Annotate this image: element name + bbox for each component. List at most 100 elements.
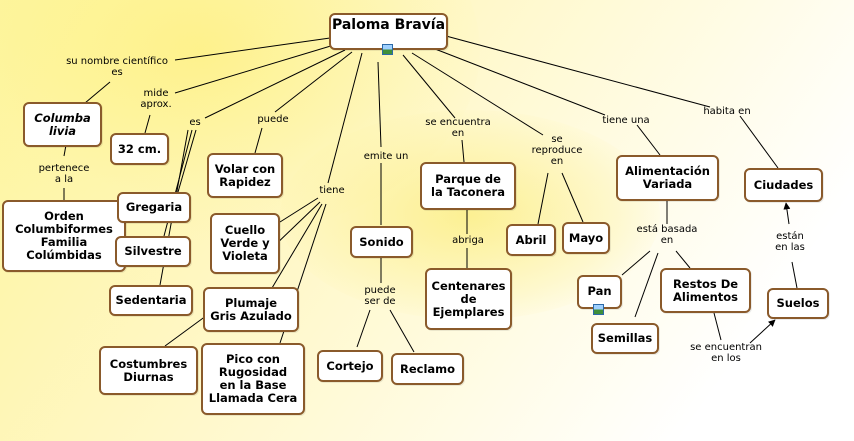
concept-centenares-ejemplares[interactable]: Centenares de Ejemplares [425, 268, 512, 330]
link-puede: puede [257, 114, 288, 125]
link-puede-ser-de: puede ser de [364, 285, 395, 307]
link-text: es [189, 117, 201, 128]
link-mide-aprox: mide aprox. [140, 88, 171, 110]
concept-label: Variada [642, 177, 693, 191]
concept-label: Paloma Bravía [331, 17, 446, 33]
concept-semillas[interactable]: Semillas [591, 323, 659, 354]
concept-label: Orden [44, 209, 84, 223]
concept-label: livia [48, 123, 77, 138]
concept-label: Plumaje [224, 295, 278, 310]
link-text: están [776, 231, 804, 242]
link-text: se [551, 134, 563, 145]
concept-pico-con-rugosidad[interactable]: Pico con Rugosidad en la Base Llamada Ce… [201, 343, 305, 415]
concept-label: Pan [587, 284, 612, 298]
concept-cuello-verde-violeta[interactable]: Cuello Verde y Violeta [210, 213, 280, 274]
concept-label: Rugosidad [218, 365, 288, 379]
concept-plumaje-gris-azulado[interactable]: Plumaje Gris Azulado [203, 287, 299, 332]
link-text: en [451, 128, 465, 139]
concept-label: 32 cm. [117, 141, 162, 156]
link-text: pertenece [38, 163, 90, 174]
link-text: emite un [363, 151, 409, 162]
concept-label: Colúmbidas [26, 248, 102, 262]
concept-label: Gris Azulado [210, 308, 292, 323]
concept-columba-livia[interactable]: Columba livia [23, 102, 102, 147]
concept-label: Sonido [359, 234, 404, 249]
concept-32-cm[interactable]: 32 cm. [110, 133, 169, 165]
link-se-reproduce-en: se reproduce en [532, 134, 583, 167]
link-text: se encuentra [425, 117, 491, 128]
concept-label: Alimentación [625, 164, 710, 178]
concept-abril[interactable]: Abril [506, 224, 556, 256]
link-text: mide [143, 88, 169, 99]
link-text: puede [257, 114, 289, 125]
concept-cortejo[interactable]: Cortejo [317, 350, 383, 382]
concept-label: Parque de [435, 172, 501, 186]
link-text: se encuentran [690, 342, 762, 353]
concept-alimentacion-variada[interactable]: Alimentación Variada [616, 155, 719, 201]
image-icon[interactable] [382, 44, 393, 55]
link-estan-en-las: están en las [775, 231, 805, 253]
concept-costumbres-diurnas[interactable]: Costumbres Diurnas [99, 346, 198, 395]
concept-label: Centenares [431, 278, 506, 293]
link-text: está basada [636, 224, 698, 235]
link-text: en las [775, 242, 805, 253]
concept-label: Llamada Cera [208, 391, 298, 405]
concept-parque-taconera[interactable]: Parque de la Taconera [420, 162, 516, 210]
concept-mayo[interactable]: Mayo [562, 222, 610, 254]
concept-gregaria[interactable]: Gregaria [117, 192, 191, 223]
link-esta-basada-en: está basada en [637, 224, 698, 246]
concept-suelos[interactable]: Suelos [767, 288, 829, 319]
link-tiene: tiene [319, 185, 344, 196]
concept-ciudades[interactable]: Ciudades [744, 168, 823, 202]
concept-label: Restos De [672, 276, 739, 291]
concept-label: Alimentos [673, 289, 738, 304]
link-text: a la [54, 174, 74, 185]
concept-volar-con-rapidez[interactable]: Volar con Rapidez [207, 153, 283, 198]
link-text: habita en [703, 106, 751, 117]
concept-label: Ciudades [753, 177, 814, 192]
concept-label: Ejemplares [432, 304, 505, 319]
link-su-nombre-cientifico: su nombre científico es [66, 56, 168, 78]
link-text: su nombre científico [66, 56, 168, 67]
concept-silvestre[interactable]: Silvestre [115, 236, 191, 267]
link-emite-un: emite un [364, 151, 409, 162]
link-tiene-una: tiene una [602, 115, 649, 126]
link-text: ser de [364, 296, 396, 307]
concept-label: Cuello [224, 223, 266, 237]
concept-label: Rapidez [219, 174, 271, 189]
concept-sonido[interactable]: Sonido [350, 226, 413, 258]
concept-label: Reclamo [399, 361, 456, 376]
link-text: puede [364, 285, 396, 296]
link-text: es [111, 67, 123, 78]
concept-reclamo[interactable]: Reclamo [391, 353, 464, 385]
concept-label: Mayo [568, 230, 604, 245]
concept-orden-columbiformes[interactable]: Orden Columbiformes Familia Colúmbidas [2, 200, 126, 272]
concept-label: Volar con [214, 161, 276, 176]
link-se-encuentran-en-los: se encuentran en los [690, 342, 762, 364]
concept-label: Diurnas [123, 369, 174, 384]
image-icon[interactable] [593, 304, 604, 315]
concept-label: Costumbres [109, 356, 188, 371]
concept-label: Sedentaria [115, 293, 187, 307]
concept-restos-de-alimentos[interactable]: Restos De Alimentos [660, 268, 751, 313]
link-text: tiene una [602, 115, 650, 126]
link-text: aprox. [140, 99, 172, 110]
concept-label: Violeta [222, 249, 268, 263]
concept-label: Semillas [597, 331, 653, 345]
link-es: es [189, 117, 200, 128]
concept-label: Abril [515, 232, 547, 247]
link-text: en los [711, 353, 741, 364]
concept-label: Suelos [776, 296, 820, 310]
concept-label: en la Base [219, 378, 287, 392]
concept-label: Gregaria [125, 200, 183, 214]
link-text: tiene [319, 185, 345, 196]
concept-label: Columbiformes [15, 222, 113, 236]
link-habita-en: habita en [703, 106, 750, 117]
link-text: abriga [452, 235, 484, 246]
link-text: en [550, 156, 564, 167]
concept-label: Silvestre [124, 244, 182, 258]
concept-label: la Taconera [431, 185, 505, 199]
concept-sedentaria[interactable]: Sedentaria [109, 285, 193, 316]
